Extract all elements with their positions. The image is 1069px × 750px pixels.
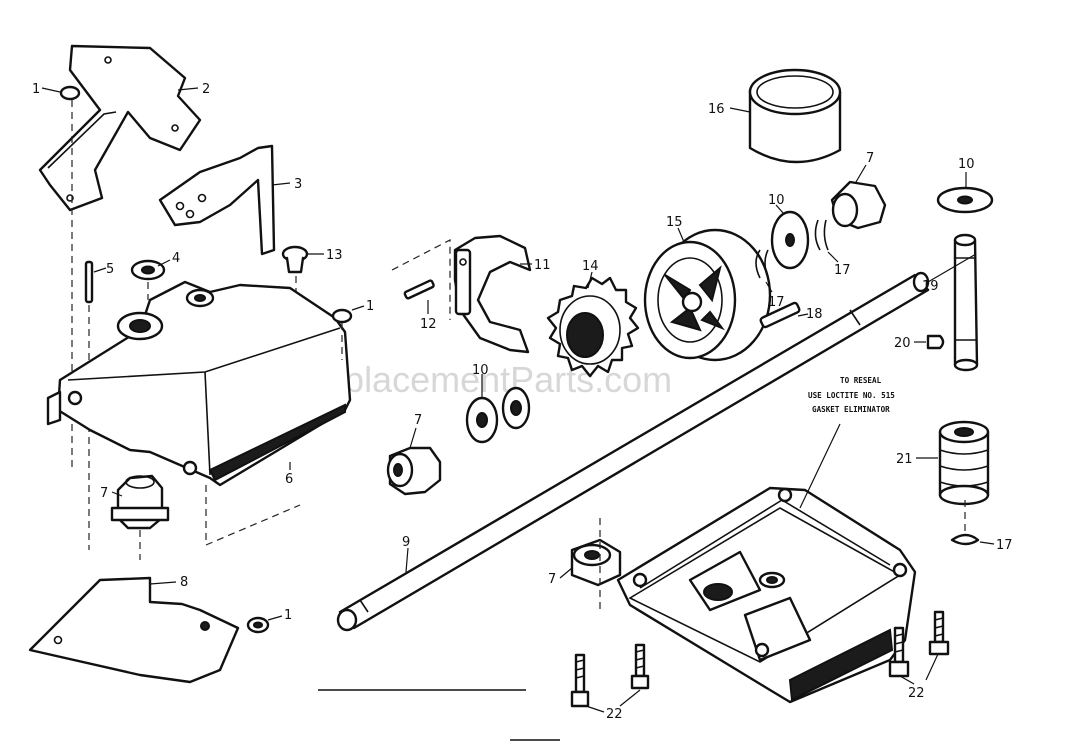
part-8-lower-plate bbox=[28, 576, 240, 684]
callout-10-top: 10 bbox=[958, 157, 975, 172]
callout-7-center: 7 bbox=[414, 413, 422, 428]
callout-19: 19 bbox=[922, 279, 939, 294]
part-7-left-bushing bbox=[110, 474, 170, 560]
part-18-key bbox=[759, 301, 801, 329]
callout-22-right: 22 bbox=[908, 686, 925, 701]
part-16-sleeve bbox=[748, 68, 842, 164]
part-19-vertical-shaft bbox=[953, 233, 979, 372]
note-line-3: GASKET ELIMINATOR bbox=[812, 405, 890, 414]
part-21-worm-gear bbox=[938, 420, 990, 506]
reseal-note: TO RESEAL USE LOCTITE NO. 515 GASKET ELI… bbox=[799, 368, 927, 509]
part-9-main-shaft bbox=[336, 271, 930, 632]
part-17-snap-ring-middle bbox=[755, 249, 769, 279]
part-11-shift-fork bbox=[453, 234, 532, 354]
part-12-key bbox=[403, 279, 435, 300]
part-10-middle-washers bbox=[465, 386, 531, 444]
callout-10-disk: 10 bbox=[768, 193, 785, 208]
callout-1-top: 1 bbox=[32, 82, 40, 97]
part-1-lower-fastener bbox=[246, 616, 270, 634]
lower-housing-pan bbox=[616, 486, 917, 704]
callout-6: 6 bbox=[285, 472, 293, 487]
callouts: 1 2 3 4 5 13 1 6 7 8 1 11 12 14 10 7 9 bbox=[32, 82, 1013, 722]
callout-4: 4 bbox=[172, 251, 180, 266]
callout-3: 3 bbox=[294, 177, 302, 192]
callout-18: 18 bbox=[806, 307, 823, 322]
callout-10-middle: 10 bbox=[472, 363, 489, 378]
part-10-thrust-disk bbox=[770, 210, 810, 270]
part-14-gear bbox=[546, 276, 640, 378]
part-4-seal-washer bbox=[130, 259, 166, 300]
callout-8: 8 bbox=[180, 575, 188, 590]
callout-7-lower: 7 bbox=[548, 572, 556, 587]
callout-5: 5 bbox=[106, 262, 114, 277]
part-10-top-washer bbox=[936, 186, 994, 214]
part-1-top-fastener bbox=[59, 85, 81, 470]
part-3-shift-lever bbox=[158, 144, 276, 256]
callout-9: 9 bbox=[402, 535, 410, 550]
callout-1-lower: 1 bbox=[284, 608, 292, 623]
callout-16: 16 bbox=[708, 102, 725, 117]
callout-17-middle: 17 bbox=[768, 295, 785, 310]
note-line-2: USE LOCTITE NO. 515 bbox=[808, 391, 895, 400]
callout-7-left: 7 bbox=[100, 486, 108, 501]
callout-14: 14 bbox=[582, 259, 599, 274]
part-7-lower-bushing bbox=[570, 538, 622, 587]
part-22-bolt-4 bbox=[928, 610, 950, 656]
part-1-housing-fastener bbox=[331, 308, 353, 360]
part-22-bolt-1 bbox=[570, 653, 590, 708]
callout-12: 12 bbox=[420, 317, 437, 332]
callout-7-upper: 7 bbox=[866, 151, 874, 166]
callout-22-left: 22 bbox=[606, 707, 623, 722]
part-6-upper-housing bbox=[46, 280, 352, 487]
callout-17-lower: 17 bbox=[996, 538, 1013, 553]
part-17-snap-ring-lower bbox=[950, 500, 980, 546]
callout-11: 11 bbox=[534, 258, 551, 273]
callout-17-upper: 17 bbox=[834, 263, 851, 278]
note-line-1: TO RESEAL bbox=[840, 376, 882, 385]
part-2-bracket-plate bbox=[38, 44, 202, 212]
part-22-bolt-2 bbox=[630, 643, 650, 690]
part-22-bolt-3 bbox=[888, 626, 910, 678]
callout-1-right: 1 bbox=[366, 299, 374, 314]
part-20-pin bbox=[926, 334, 945, 350]
part-7-center-bushing bbox=[386, 446, 442, 496]
callout-20: 20 bbox=[894, 336, 911, 351]
part-7-upper-bushing bbox=[830, 180, 887, 230]
callout-13: 13 bbox=[326, 248, 343, 263]
part-15-pulley bbox=[643, 228, 772, 362]
callout-2: 2 bbox=[202, 82, 210, 97]
callout-15: 15 bbox=[666, 215, 683, 230]
callout-21: 21 bbox=[896, 452, 913, 467]
part-17-snap-ring-upper bbox=[814, 219, 829, 251]
